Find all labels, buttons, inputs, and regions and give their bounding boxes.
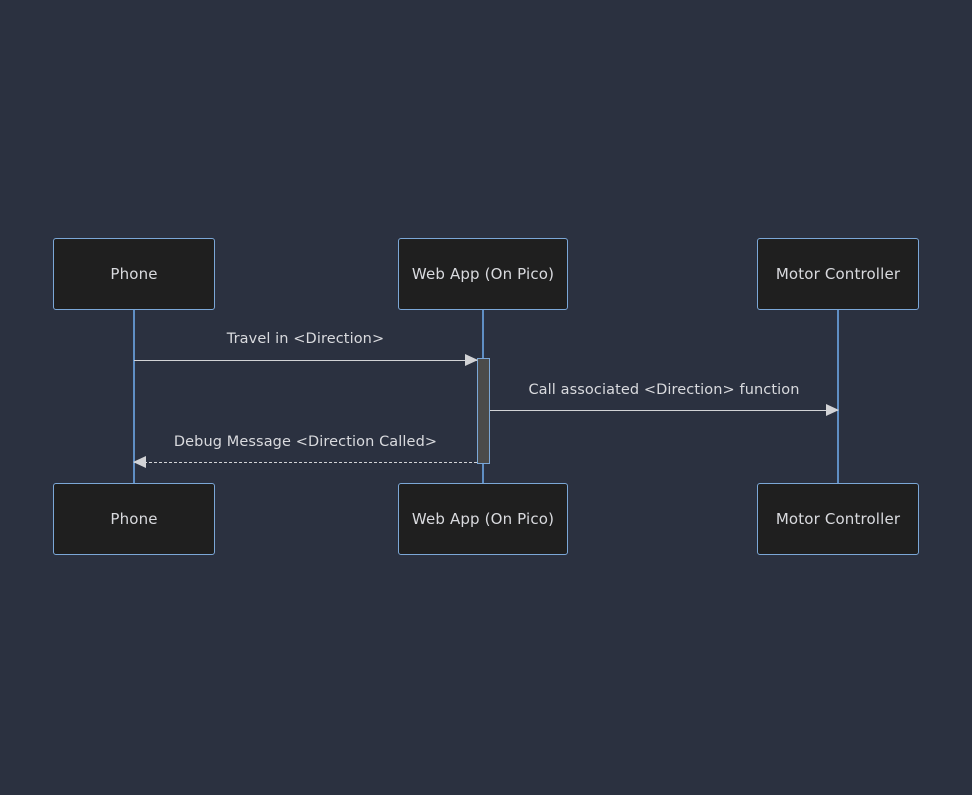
participant-label-phone: Phone (110, 510, 158, 528)
participant-box-bottom-web-app[interactable]: Web App (On Pico) (398, 483, 568, 555)
participant-box-top-motor-controller[interactable]: Motor Controller (757, 238, 919, 310)
participant-label-phone: Phone (110, 265, 158, 283)
message-label-msg-debug: Debug Message <Direction Called> (173, 434, 438, 450)
message-line-msg-debug (134, 462, 477, 463)
arrowhead-right-icon (465, 354, 478, 366)
lifeline-phone (133, 310, 135, 483)
message-line-msg-call-function (490, 410, 838, 411)
message-label-msg-call-function: Call associated <Direction> function (528, 382, 800, 398)
participant-label-motor-controller: Motor Controller (775, 265, 901, 283)
arrowhead-left-icon (133, 456, 146, 468)
participant-box-top-phone[interactable]: Phone (53, 238, 215, 310)
arrowhead-right-icon (826, 404, 839, 416)
participant-box-bottom-motor-controller[interactable]: Motor Controller (757, 483, 919, 555)
participant-box-bottom-phone[interactable]: Phone (53, 483, 215, 555)
message-line-msg-travel (134, 360, 477, 361)
participant-label-web-app: Web App (On Pico) (411, 265, 555, 283)
participant-label-web-app: Web App (On Pico) (411, 510, 555, 528)
activation-bar-web-app (477, 358, 490, 464)
participant-label-motor-controller: Motor Controller (775, 510, 901, 528)
message-label-msg-travel: Travel in <Direction> (226, 331, 385, 347)
participant-box-top-web-app[interactable]: Web App (On Pico) (398, 238, 568, 310)
lifeline-motor-controller (837, 310, 839, 483)
